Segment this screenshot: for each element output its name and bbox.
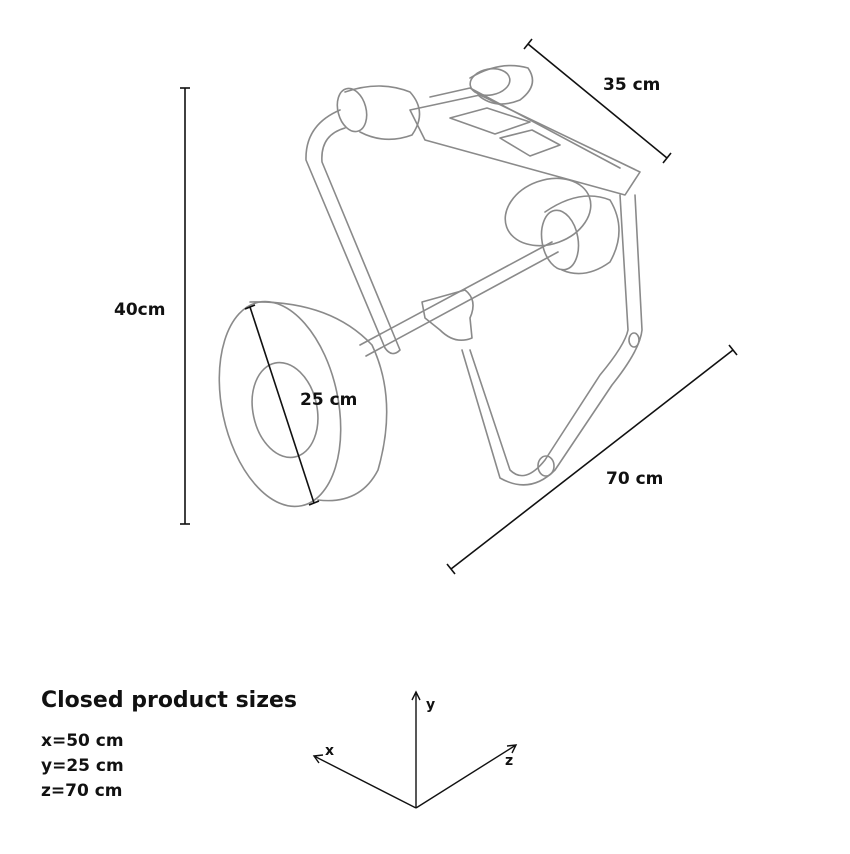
right-frame-tube	[469, 194, 629, 477]
axle-clamp	[421, 289, 474, 341]
wheel-dim-tick-a	[244, 304, 256, 310]
left-frame-tube	[305, 109, 401, 355]
wheel-dim-line	[249, 306, 315, 504]
front-roller-body	[544, 195, 620, 275]
front-wheel-tread	[249, 301, 388, 502]
depth-dim-tick-b	[662, 152, 672, 164]
crossbar-slot-2	[499, 129, 561, 157]
upper-left-roller-cap	[336, 87, 368, 133]
y-axis-arrow	[411, 690, 421, 701]
upper-right-roller-body	[469, 64, 534, 105]
closed-size-z: z=70 cm	[41, 781, 123, 801]
cart-outline	[218, 64, 643, 508]
x-axis-arrow	[312, 754, 324, 764]
front-roller-cap	[540, 209, 580, 271]
upper-right-roller-cap	[469, 67, 511, 97]
y-axis-label: y	[426, 697, 436, 713]
dimension-lines	[180, 38, 738, 575]
z-axis-arrow	[506, 744, 518, 754]
length-dim-line	[450, 349, 734, 570]
height-dimension-label: 40cm	[114, 300, 166, 320]
z-axis-label: z	[505, 753, 514, 769]
frame-joint	[628, 332, 640, 348]
crossbar-rail	[429, 87, 621, 169]
axis-gizmo	[312, 690, 518, 809]
wheel-dimension-label: 25 cm	[300, 390, 358, 410]
upper-left-roller-body	[344, 85, 421, 141]
depth-dim-line	[527, 43, 668, 159]
front-wheel-hub	[251, 361, 319, 459]
depth-dim-tick-a	[523, 38, 533, 50]
length-dimension-label: 70 cm	[606, 469, 664, 489]
z-axis-line	[415, 744, 517, 809]
rear-wheel	[504, 177, 592, 247]
crossbar-slot-1	[449, 107, 531, 135]
depth-dimension-label: 35 cm	[603, 75, 661, 95]
x-axis-line	[313, 755, 417, 809]
axle	[359, 241, 559, 357]
frame-foot	[537, 455, 555, 477]
closed-size-y: y=25 cm	[41, 756, 124, 776]
closed-size-x: x=50 cm	[41, 731, 124, 751]
top-crossbar-plate	[409, 94, 641, 196]
length-dim-tick-b	[728, 344, 738, 356]
wheel-dim-tick-b	[308, 500, 320, 506]
closed-sizes-title: Closed product sizes	[41, 688, 298, 713]
length-dim-tick-a	[446, 563, 456, 575]
x-axis-label: x	[325, 743, 335, 759]
